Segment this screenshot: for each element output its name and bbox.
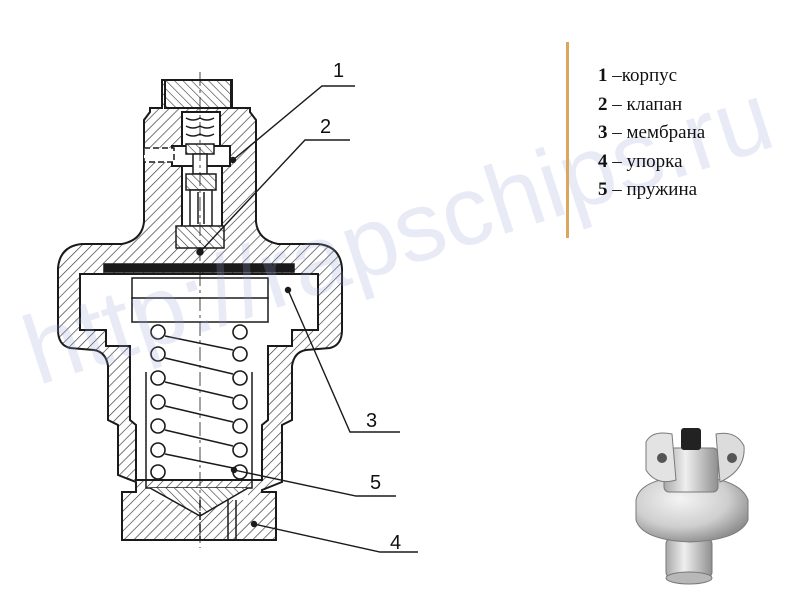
leader-4 [253,523,418,553]
legend-num: 2 [598,93,608,115]
legend-divider [566,42,569,238]
legend-item-4: 4 – упорка [598,148,705,177]
legend-item-3: 3 – мембрана [598,119,705,148]
strut [145,372,253,540]
legend-text: – упорка [607,150,683,172]
callout-4: 4 [390,532,402,554]
legend-num: 3 [598,122,608,143]
legend: 1 –корпус 2 – клапан 3 – мембрана 4 – уп… [598,62,705,205]
legend-text: – клапан [607,93,683,115]
top-nut [164,79,232,109]
legend-item-2: 2 – клапан [598,91,705,120]
membrane [103,263,295,323]
legend-num: 1 [598,65,608,86]
callout-5: 5 [370,472,382,494]
callout-1: 1 [333,60,345,82]
leader-2 [199,139,350,253]
leader-lines [199,85,418,553]
spring [150,324,248,480]
leader-5 [233,469,396,497]
leader-3 [287,289,400,433]
legend-num: 5 [598,179,608,200]
callout-3: 3 [366,410,378,432]
callout-2: 2 [320,116,332,138]
legend-text: –корпус [607,65,678,86]
part-photo [635,428,749,585]
legend-num: 4 [598,150,608,172]
side-port [143,147,175,163]
legend-text: – мембрана [607,122,706,143]
legend-item-5: 5 – пружина [598,176,705,205]
leader-1 [232,85,355,161]
legend-item-1: 1 –корпус [598,62,705,91]
legend-text: – пружина [607,179,698,200]
